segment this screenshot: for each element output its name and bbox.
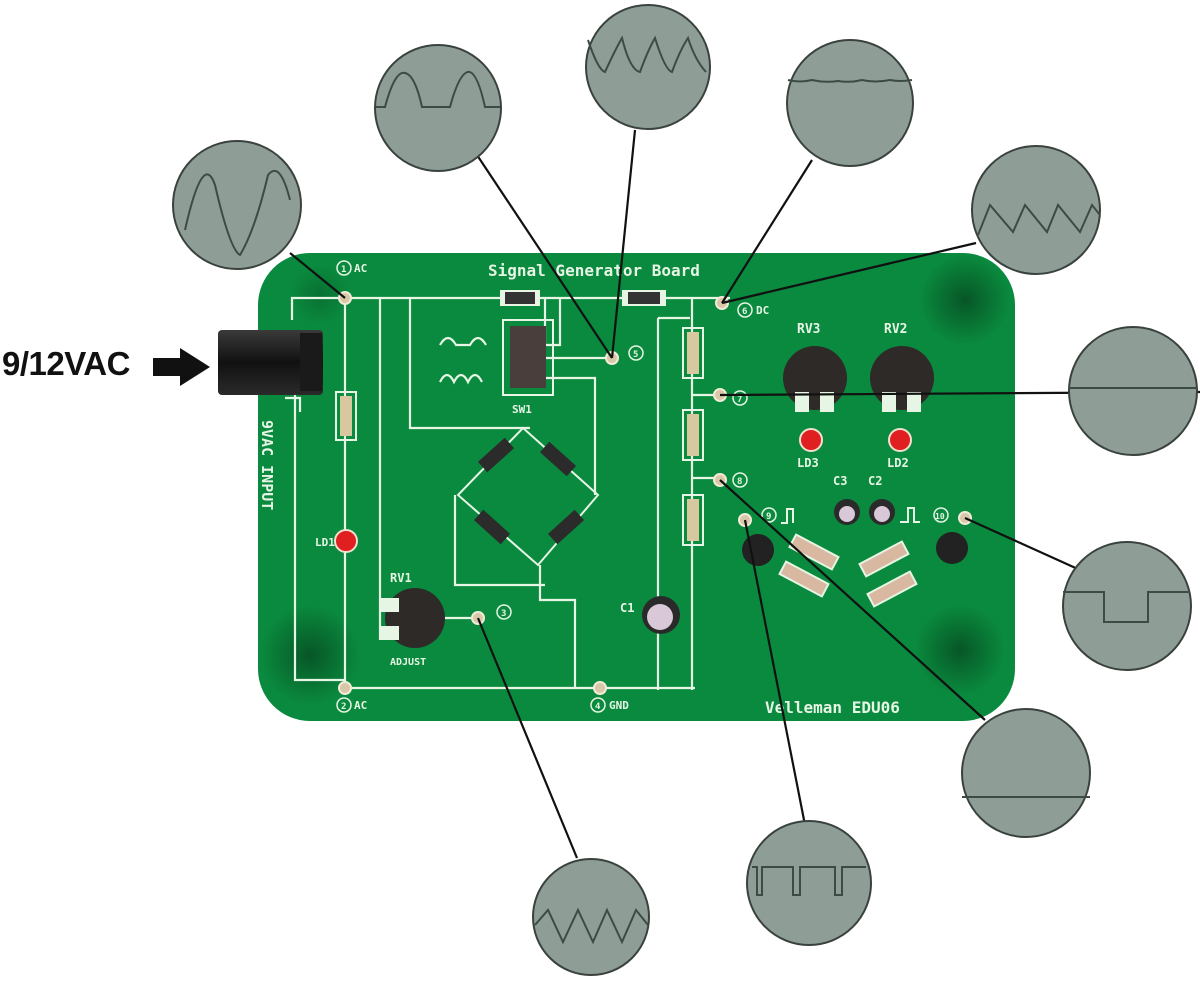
svg-text:SW1: SW1 xyxy=(512,403,532,416)
scope-flat-dc xyxy=(1068,326,1198,456)
transistor-right xyxy=(936,532,968,564)
scope-sawtooth xyxy=(971,145,1101,275)
svg-text:10: 10 xyxy=(935,512,945,521)
scope-tp1 xyxy=(172,140,302,270)
scope-half-wave xyxy=(374,44,502,172)
svg-text:9VAC INPUT: 9VAC INPUT xyxy=(258,420,276,510)
svg-text:LD2: LD2 xyxy=(887,456,909,470)
svg-text:C3: C3 xyxy=(833,474,847,488)
svg-text:8: 8 xyxy=(737,477,742,487)
pcb-board: SW1 LD1 RV3 RV2 xyxy=(218,253,1015,721)
svg-text:C2: C2 xyxy=(868,474,882,488)
board-title: Signal Generator Board xyxy=(488,261,700,280)
svg-text:LD3: LD3 xyxy=(797,456,819,470)
svg-text:RV1: RV1 xyxy=(390,571,412,585)
astable-resistors xyxy=(778,533,918,608)
switch-sw1: SW1 xyxy=(502,319,554,416)
scope-dc-ripple xyxy=(786,39,914,167)
power-jack xyxy=(218,330,323,395)
svg-text:DC: DC xyxy=(756,304,769,317)
svg-text:LD1: LD1 xyxy=(315,536,335,549)
svg-text:AC: AC xyxy=(354,699,367,712)
scope-square xyxy=(1062,541,1192,671)
svg-text:5: 5 xyxy=(633,350,638,360)
svg-text:C1: C1 xyxy=(620,601,634,615)
scope-full-wave xyxy=(585,4,711,130)
capacitor-c1: C1 xyxy=(620,596,680,634)
scope-triangle xyxy=(532,858,650,976)
right-arrow-icon xyxy=(153,348,210,386)
scope-flat-low xyxy=(961,708,1091,838)
half-wave-symbol-icon xyxy=(439,336,487,347)
svg-text:3: 3 xyxy=(501,609,506,619)
svg-text:2: 2 xyxy=(341,702,346,712)
led-ld2 xyxy=(888,428,912,452)
svg-text:9: 9 xyxy=(766,512,771,522)
svg-text:ADJUST: ADJUST xyxy=(390,657,426,668)
svg-text:6: 6 xyxy=(742,307,747,317)
svg-text:1: 1 xyxy=(341,265,346,275)
transistor-left xyxy=(742,534,774,566)
svg-text:4: 4 xyxy=(595,702,601,712)
svg-text:7: 7 xyxy=(737,395,742,405)
full-wave-symbol-icon xyxy=(439,373,483,385)
input-voltage-label: 9/12VAC xyxy=(2,345,130,382)
trimmer-rv1: RV1 ADJUST xyxy=(381,571,445,668)
led-ld3 xyxy=(799,428,823,452)
svg-text:GND: GND xyxy=(609,699,629,712)
resistor-column xyxy=(682,327,704,546)
svg-text:RV2: RV2 xyxy=(884,322,907,337)
scope-pulse xyxy=(746,820,872,946)
svg-text:RV3: RV3 xyxy=(797,322,820,337)
board-brand: Velleman EDU06 xyxy=(765,698,900,717)
led-ld1 xyxy=(334,529,358,553)
bridge-rectifier xyxy=(456,426,600,567)
leader-lines xyxy=(289,129,1200,859)
svg-text:AC: AC xyxy=(354,262,367,275)
